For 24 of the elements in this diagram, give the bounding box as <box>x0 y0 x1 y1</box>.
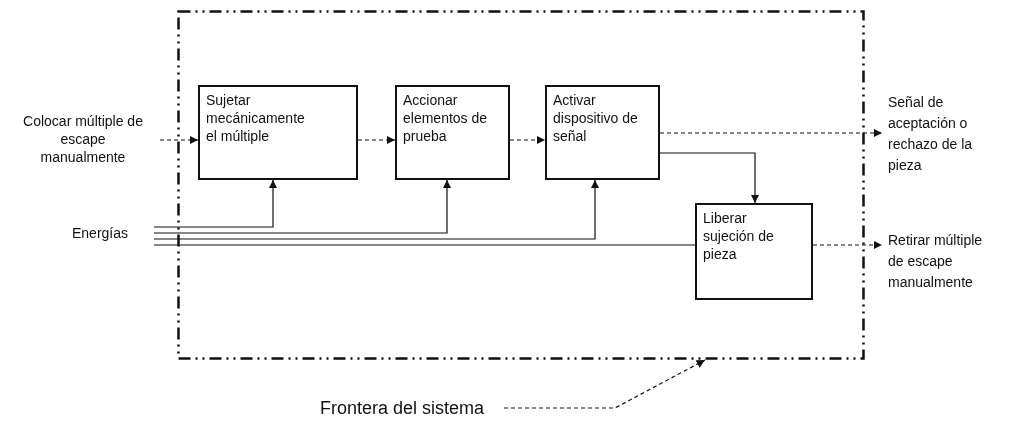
label-text: Retirar múltiple de escape manualmente <box>888 231 984 292</box>
label-text: Colocar múltiple de escape manualmente <box>22 112 144 166</box>
arrow <box>357 135 396 145</box>
arrow <box>659 128 883 138</box>
arrow <box>509 135 546 145</box>
arrow <box>659 152 760 204</box>
arrow <box>812 240 883 250</box>
process-box <box>395 85 510 180</box>
arrow <box>153 179 600 240</box>
label-text: Señal de aceptación o rechazo de la pieza <box>888 93 974 175</box>
arrow <box>159 135 199 145</box>
arrow <box>153 179 452 234</box>
system-boundary <box>177 10 865 360</box>
process-text: Accionar elementos de prueba <box>403 91 489 145</box>
process-text: Activar dispositivo de señal <box>553 91 639 145</box>
leader-line <box>503 359 706 409</box>
process-text: Sujetar mecánicamente el múltiple <box>206 91 306 145</box>
process-box <box>545 85 660 180</box>
label-text: Frontera del sistema <box>320 397 486 420</box>
process-box <box>198 85 358 180</box>
process-text: Liberar sujeción de pieza <box>703 209 775 263</box>
label-text: Energías <box>72 224 130 243</box>
process-box <box>695 203 813 300</box>
arrow <box>153 179 278 228</box>
